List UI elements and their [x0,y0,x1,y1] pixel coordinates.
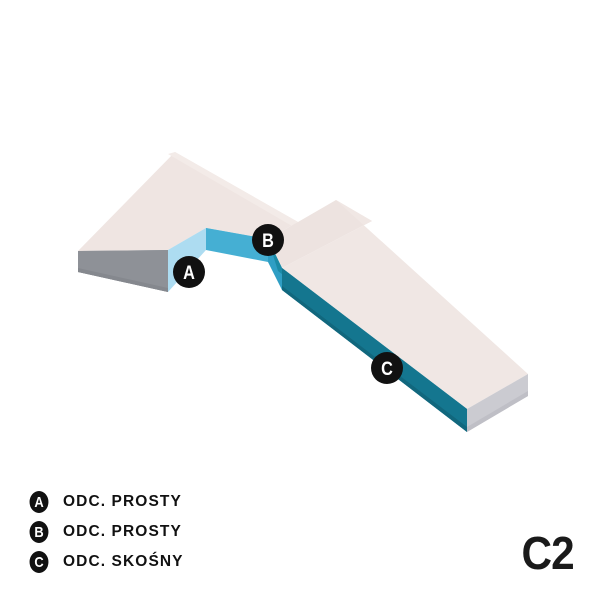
legend-item-b[interactable]: B ODC. PROSTY [28,517,328,547]
right-end-face [467,374,528,432]
legend-label-c: ODC. SKOŚNY [63,553,184,570]
marker-badge-a-circle [173,256,205,288]
legend-label-b: ODC. PROSTY [63,523,182,540]
top-surface-ridge [268,200,372,268]
legend-item-a[interactable]: A ODC. PROSTY [28,487,328,517]
legend-badge-c: C [29,551,49,573]
edge-segment-c-face [282,268,467,432]
marker-badge-a[interactable]: A [173,256,205,288]
marker-badge-c-circle [371,352,403,384]
top-surface-long-arm [282,200,528,409]
legend: A ODC. PROSTY B ODC. PROSTY C ODC. SKOŚN… [28,487,328,577]
marker-badge-b-letter: B [262,230,274,251]
figure-code-label: C2 [521,527,575,579]
marker-badge-b-circle [252,224,284,256]
marker-badge-c-letter: C [381,358,393,379]
right-end-face-shade [467,391,528,432]
legend-badge-a: A [29,491,49,513]
front-face-gray-shade [78,268,168,292]
marker-badge-b[interactable]: B [252,224,284,256]
legend-item-c[interactable]: C ODC. SKOŚNY [28,547,328,577]
marker-badge-c[interactable]: C [371,352,403,384]
legend-badge-b: B [29,521,49,543]
top-surface-left-wing [78,152,298,251]
marker-badge-a-letter: A [183,262,195,283]
legend-label-a: ODC. PROSTY [63,493,182,510]
top-surface-left-wing-highlight [168,152,298,226]
front-face-gray [78,250,168,292]
